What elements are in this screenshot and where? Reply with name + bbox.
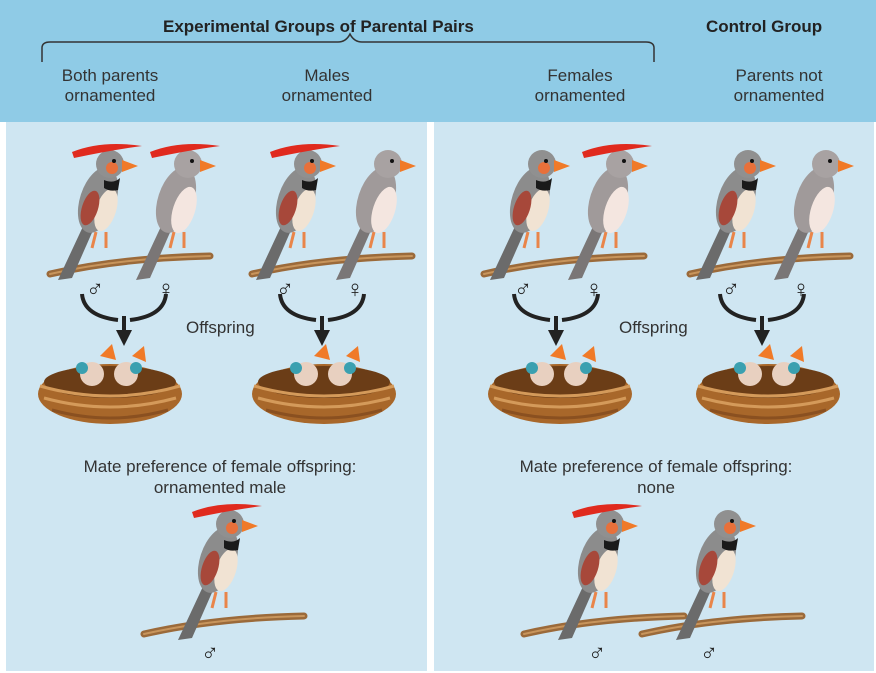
offspring-label-left: Offspring [186, 318, 255, 338]
nest-3 [488, 344, 632, 424]
result-male-b [642, 510, 802, 640]
female-symbol: ♀ [585, 276, 603, 304]
nest-1 [38, 344, 182, 424]
pair-males-ornamented [252, 144, 416, 280]
male-symbol: ♂ [276, 276, 294, 304]
nest-2 [252, 344, 396, 424]
result-ornamented-male [144, 504, 304, 640]
offspring-label-right: Offspring [619, 318, 688, 338]
male-symbol: ♂ [722, 276, 740, 304]
left-mate-preference: Mate preference of female offspring:orna… [40, 456, 400, 498]
female-symbol: ♀ [346, 276, 364, 304]
pair-females-ornamented [484, 144, 652, 280]
male-symbol: ♂ [86, 276, 104, 304]
right-mate-preference: Mate preference of female offspring:none [476, 456, 836, 498]
pair-both-ornamented [50, 144, 220, 280]
female-symbol: ♀ [792, 276, 810, 304]
result-male-a [524, 504, 684, 640]
male-symbol: ♂ [588, 640, 606, 668]
male-symbol: ♂ [700, 640, 718, 668]
nest-4 [696, 344, 840, 424]
male-symbol: ♂ [514, 276, 532, 304]
pair-control [690, 150, 854, 280]
male-symbol: ♂ [201, 640, 219, 668]
group-brace [42, 34, 654, 62]
female-symbol: ♀ [157, 276, 175, 304]
